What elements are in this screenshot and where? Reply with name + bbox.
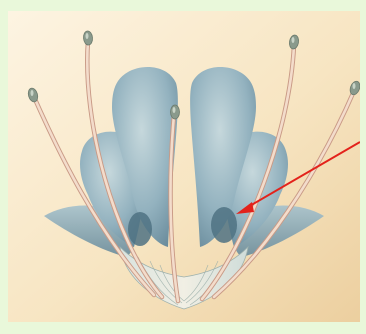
paper-background [8, 11, 360, 322]
left-nectar-spot [128, 212, 152, 246]
right-nectar-spot [211, 207, 237, 243]
flower-illustration [8, 11, 360, 322]
